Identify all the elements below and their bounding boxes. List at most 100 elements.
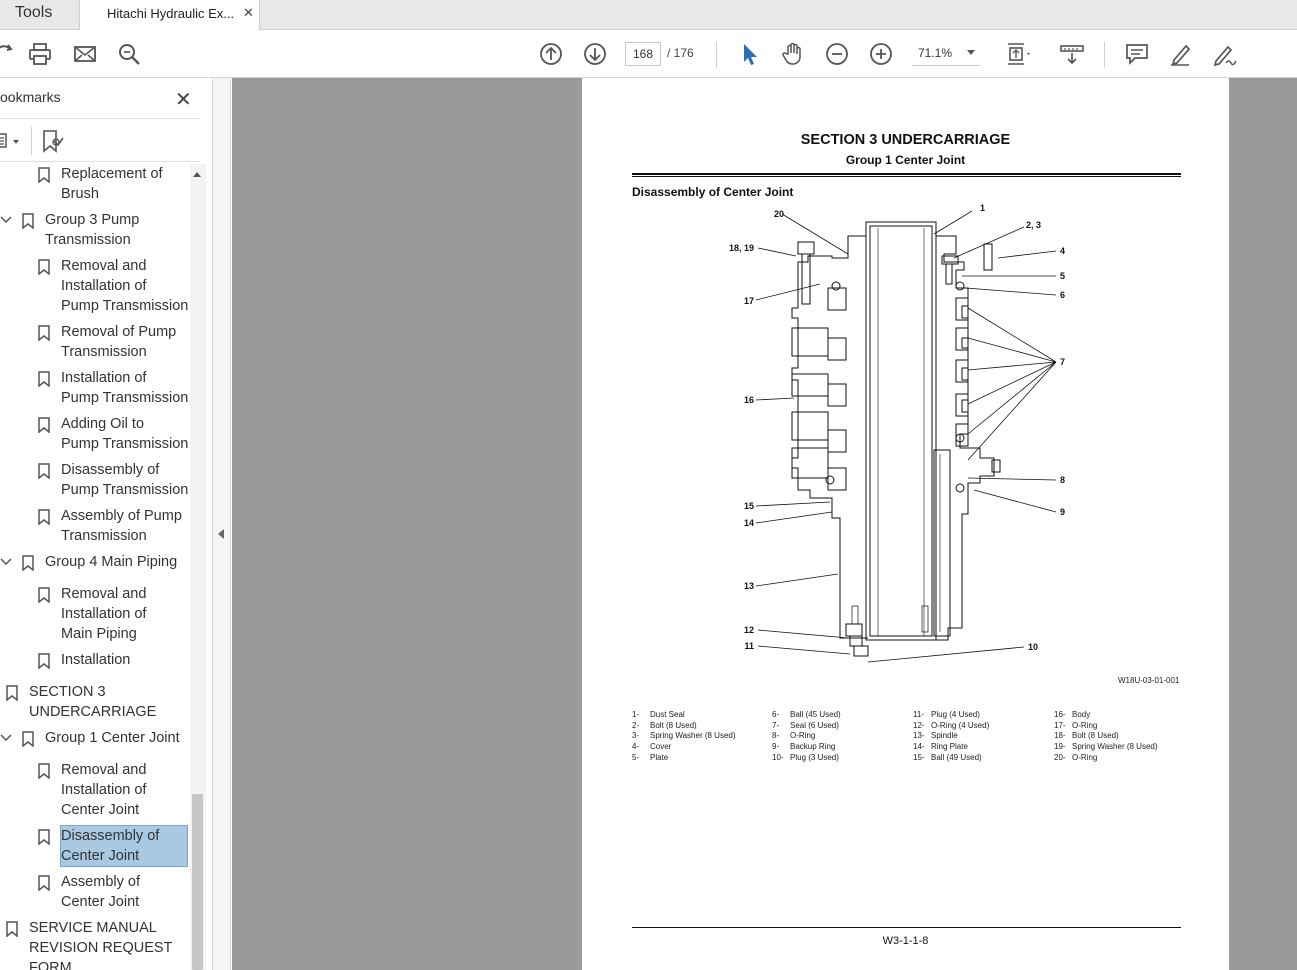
- zoom-in-icon[interactable]: [868, 41, 894, 67]
- legend-number: 13-: [913, 731, 925, 741]
- legend-number: 20-: [1054, 752, 1066, 762]
- panel-collapse-gutter[interactable]: [213, 78, 231, 970]
- legend-part-name: Spring Washer (8 Used): [1072, 742, 1158, 752]
- diagram-callout: 18, 19: [729, 243, 754, 253]
- legend-number: 7-: [772, 720, 780, 730]
- diagram-callout: 10: [1028, 642, 1038, 652]
- options-menu-icon[interactable]: [0, 132, 26, 150]
- diagram-callout: 8: [1060, 475, 1065, 485]
- legend-part-name: Seal (6 Used): [790, 720, 839, 730]
- legend-entry: 1-Dust Seal: [632, 710, 736, 721]
- scrollbar-thumb[interactable]: [192, 794, 203, 970]
- scroll-mode-icon[interactable]: [1059, 41, 1085, 67]
- tab-bar: Tools Hitachi Hydraulic Ex... ✕: [0, 0, 1297, 31]
- search-icon[interactable]: [116, 41, 142, 67]
- highlight-icon[interactable]: [1168, 41, 1194, 67]
- share-icon[interactable]: [0, 41, 18, 67]
- legend-entry: 6-Ball (45 Used): [772, 710, 841, 721]
- legend-number: 8-: [772, 731, 780, 741]
- bookmark-icon: [38, 653, 50, 669]
- legend-number: 18-: [1054, 731, 1066, 741]
- toolbar: 168 / 176 71.1%: [0, 30, 1297, 78]
- prev-page-icon[interactable]: [538, 41, 564, 67]
- chevron-down-icon[interactable]: [0, 732, 12, 744]
- legend-column: 11-Plug (4 Used)12-O-Ring (4 Used)13-Spi…: [913, 710, 989, 764]
- collapse-panel-icon[interactable]: [218, 529, 224, 539]
- tab-tools[interactable]: Tools: [0, 0, 80, 30]
- legend-entry: 3-Spring Washer (8 Used): [632, 731, 736, 742]
- diagram-callout: 1: [980, 203, 985, 213]
- diagram-callout: 12: [744, 625, 754, 635]
- document-viewer[interactable]: SECTION 3 UNDERCARRIAGE Group 1 Center J…: [232, 78, 1297, 970]
- legend-entry: 8-O-Ring: [772, 731, 841, 742]
- bookmark-icon: [22, 555, 34, 571]
- header-rule-thin: [632, 176, 1181, 177]
- chevron-down-icon[interactable]: [0, 556, 12, 568]
- section-title: SECTION 3 UNDERCARRIAGE: [800, 132, 1011, 148]
- zoom-out-icon[interactable]: [824, 41, 850, 67]
- new-bookmark-icon[interactable]: [42, 129, 64, 153]
- bookmark-item[interactable]: Group 1 Center Joint: [45, 730, 180, 746]
- chevron-down-icon[interactable]: [967, 50, 975, 55]
- toolbar-divider: [1104, 42, 1105, 68]
- legend-part-name: Plug (4 Used): [931, 710, 980, 719]
- footer-rule: [632, 927, 1181, 928]
- legend-part-name: Ball (49 Used): [931, 752, 982, 762]
- hand-icon[interactable]: [780, 41, 806, 67]
- tab-document-label: Hitachi Hydraulic Ex...: [107, 6, 235, 21]
- select-cursor-icon[interactable]: [736, 41, 762, 67]
- legend-entry: 14-Ring Plate: [913, 742, 989, 753]
- toolbar-divider: [716, 42, 717, 68]
- bookmarks-scrollbar[interactable]: [190, 164, 206, 970]
- comment-icon[interactable]: [1124, 41, 1150, 67]
- legend-number: 16-: [1054, 710, 1066, 719]
- tab-document[interactable]: Hitachi Hydraulic Ex...: [80, 0, 260, 31]
- fit-page-icon[interactable]: [1004, 41, 1030, 67]
- bookmark-icon: [38, 587, 50, 603]
- zoom-level-select[interactable]: 71.1%: [912, 42, 980, 66]
- bookmark-item[interactable]: Group 4 Main Piping: [45, 554, 178, 570]
- legend-part-name: Plug (3 Used): [790, 752, 839, 762]
- legend-number: 19-: [1054, 742, 1066, 752]
- chevron-down-icon[interactable]: [0, 214, 12, 226]
- scroll-up-icon[interactable]: [193, 172, 201, 177]
- bookmark-icon: [6, 685, 18, 701]
- next-page-icon[interactable]: [582, 41, 608, 67]
- legend-number: 15-: [913, 752, 925, 762]
- close-icon[interactable]: ✕: [175, 89, 192, 111]
- legend-part-name: Bolt (8 Used): [650, 720, 697, 730]
- bookmark-icon: [38, 829, 50, 845]
- legend-number: 4-: [632, 742, 640, 752]
- close-tab-icon[interactable]: ✕: [243, 5, 254, 20]
- diagram-callout: 2, 3: [1026, 220, 1041, 230]
- legend-part-name: Spindle: [931, 731, 958, 741]
- legend-part-name: Body: [1072, 710, 1091, 719]
- print-icon[interactable]: [27, 41, 53, 67]
- bookmark-item[interactable]: Installation: [61, 652, 131, 668]
- page-number-input[interactable]: 168: [625, 42, 661, 66]
- bookmark-icon: [38, 763, 50, 779]
- diagram-callout: 17: [744, 296, 754, 306]
- sign-icon[interactable]: [1212, 41, 1238, 67]
- legend-number: 14-: [913, 742, 925, 752]
- diagram-callout: 6: [1060, 290, 1065, 300]
- legend-number: 5-: [632, 752, 640, 762]
- bookmark-icon: [38, 463, 50, 479]
- email-icon[interactable]: [72, 41, 98, 67]
